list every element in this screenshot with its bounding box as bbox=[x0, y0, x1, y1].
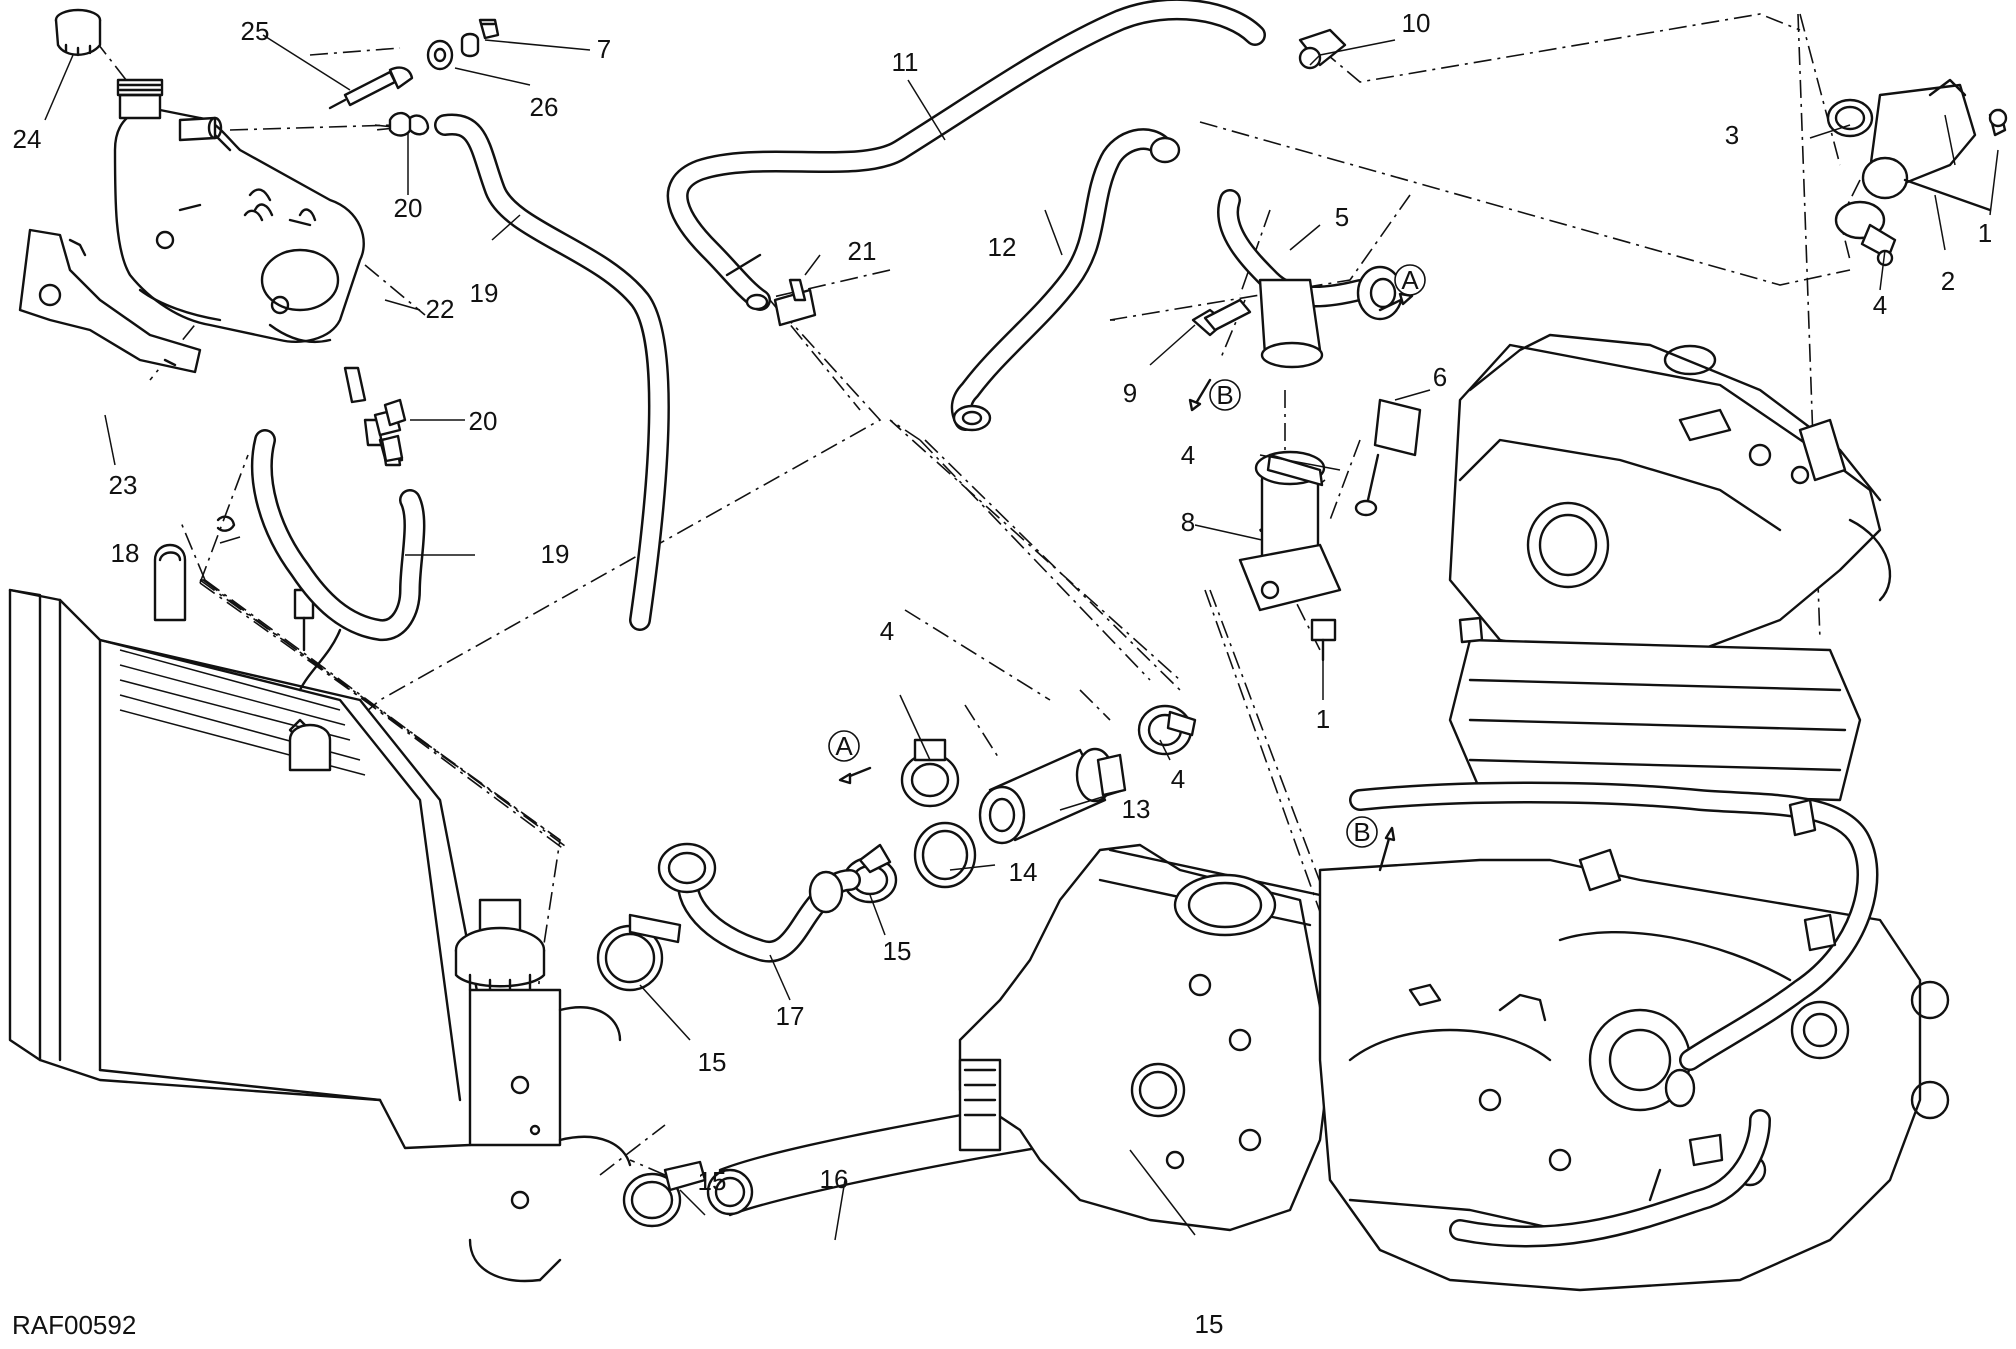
thermostat-housing-5 bbox=[1191, 189, 1404, 369]
callout-18: 18 bbox=[111, 538, 140, 568]
callout-4: 4 bbox=[1171, 764, 1185, 794]
callout-4: 4 bbox=[1181, 440, 1195, 470]
callout-15: 15 bbox=[883, 936, 912, 966]
tank-cap bbox=[54, 8, 102, 57]
callout-15: 15 bbox=[698, 1166, 727, 1196]
callout-14: 14 bbox=[1009, 857, 1038, 887]
clamp-15-left bbox=[596, 913, 682, 992]
callout-1: 1 bbox=[1978, 218, 1992, 248]
expansion-tank bbox=[18, 78, 367, 404]
callout-17: 17 bbox=[776, 1001, 805, 1031]
callout-25: 25 bbox=[241, 16, 270, 46]
callout-24: 24 bbox=[13, 124, 42, 154]
marker-a-mid-label: A bbox=[835, 731, 853, 761]
marker-b-top bbox=[1209, 379, 1241, 411]
callout-11: 11 bbox=[892, 47, 919, 77]
engine bbox=[958, 333, 1950, 1292]
callout-23: 23 bbox=[109, 470, 138, 500]
callout-22: 22 bbox=[426, 294, 455, 324]
hose-11 bbox=[666, 0, 1266, 311]
connection-markers: A B A B bbox=[828, 264, 1426, 872]
marker-b-mid bbox=[1346, 816, 1378, 848]
callout-8: 8 bbox=[1181, 507, 1195, 537]
small-hoses bbox=[216, 111, 670, 642]
callout-4: 4 bbox=[1873, 290, 1887, 320]
callout-10: 10 bbox=[1402, 8, 1431, 38]
callout-15: 15 bbox=[698, 1047, 727, 1077]
callout-20: 20 bbox=[469, 406, 498, 436]
leader-lines bbox=[44, 34, 1999, 1241]
callout-1: 1 bbox=[1316, 704, 1330, 734]
callout-2: 2 bbox=[1941, 266, 1955, 296]
callout-13: 13 bbox=[1122, 794, 1151, 824]
elbow-2 bbox=[1826, 78, 2008, 267]
callout-19: 19 bbox=[470, 278, 499, 308]
callout-6: 6 bbox=[1433, 362, 1447, 392]
clamp-21 bbox=[773, 278, 817, 327]
callout-5: 5 bbox=[1335, 202, 1349, 232]
callout-7: 7 bbox=[597, 34, 611, 64]
callout-21: 21 bbox=[848, 236, 877, 266]
callout-15: 15 bbox=[1195, 1309, 1224, 1339]
callout-4: 4 bbox=[880, 616, 894, 646]
temperature-sensor-25 bbox=[328, 18, 500, 110]
callout-20: 20 bbox=[394, 193, 423, 223]
marker-a-top-label: A bbox=[1401, 265, 1419, 295]
callout-9: 9 bbox=[1123, 378, 1137, 408]
clamp-10 bbox=[1298, 28, 1347, 70]
thermostat-13 bbox=[842, 704, 1197, 904]
marker-a-mid bbox=[828, 730, 860, 762]
callouts: 1 1 2 3 4 4 4 4 5 6 7 8 9 10 11 12 13 14… bbox=[13, 8, 1993, 1339]
callout-19: 19 bbox=[541, 539, 570, 569]
hose-17 bbox=[657, 842, 861, 963]
fitting-8 bbox=[1238, 398, 1422, 662]
radiator bbox=[8, 543, 632, 1283]
callout-3: 3 bbox=[1725, 120, 1739, 150]
drawing-code: RAF00592 bbox=[12, 1310, 137, 1340]
hose-12 bbox=[950, 128, 1181, 432]
callout-12: 12 bbox=[988, 232, 1017, 262]
callout-16: 16 bbox=[820, 1164, 849, 1194]
marker-b-top-label: B bbox=[1216, 380, 1233, 410]
marker-b-mid-label: B bbox=[1353, 817, 1370, 847]
callout-26: 26 bbox=[530, 92, 559, 122]
